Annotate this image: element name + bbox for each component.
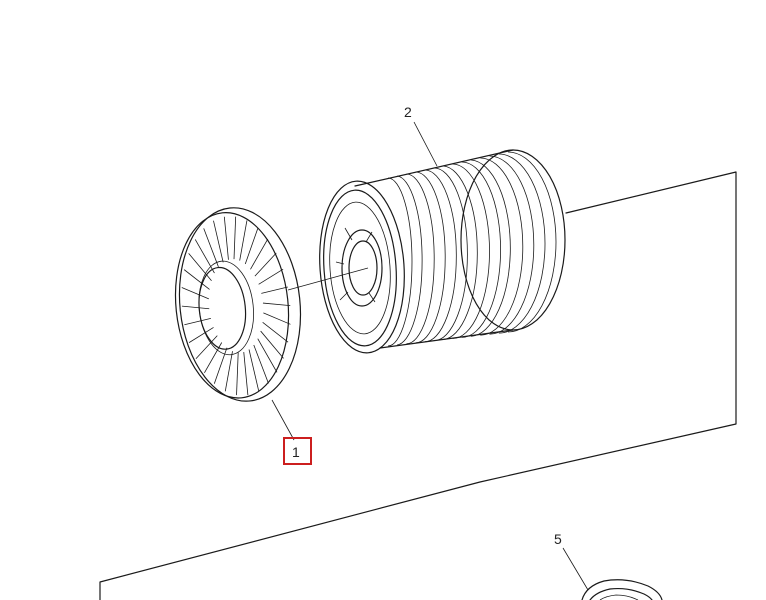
rib-line — [203, 228, 219, 267]
rib-line — [233, 216, 237, 260]
pleat-line — [507, 151, 557, 333]
rib-line — [263, 312, 291, 325]
leader-line-1 — [271, 399, 295, 441]
pleat-line — [489, 155, 535, 335]
rib-line — [244, 227, 259, 265]
rib-line — [213, 347, 228, 384]
highlight-box — [283, 437, 312, 465]
rib-line — [260, 330, 284, 359]
rib-line — [181, 305, 210, 310]
rib-line — [188, 253, 212, 281]
end-cap-part — [174, 207, 302, 402]
pleat-line — [424, 169, 457, 343]
rib-line — [248, 349, 260, 392]
rib-line — [250, 238, 269, 270]
rib-line — [258, 268, 284, 285]
leader-line-2 — [413, 121, 438, 167]
filter-pleats — [387, 151, 557, 347]
rib-line — [181, 287, 209, 300]
pleat-line — [498, 153, 546, 334]
callout-2: 2 — [404, 104, 412, 120]
rib-line — [243, 352, 249, 396]
rib-line — [239, 220, 248, 261]
callout-1-highlight[interactable]: 1 — [283, 437, 312, 465]
axis-line — [287, 267, 369, 291]
leader-line-5 — [562, 547, 589, 591]
rib-line — [257, 338, 278, 373]
callout-5: 5 — [554, 531, 562, 547]
pleat-line — [387, 177, 413, 347]
rib-line — [224, 351, 233, 392]
rib-line — [194, 239, 215, 274]
rib-line — [262, 321, 289, 343]
pleat-line — [397, 175, 423, 346]
rib-line — [223, 216, 229, 260]
rib-line — [213, 220, 224, 263]
rib-line — [253, 344, 269, 384]
filter-cartridge-part — [319, 149, 566, 354]
rib-line — [254, 252, 277, 277]
fitting-part — [581, 579, 663, 600]
pleat-line — [471, 159, 511, 337]
pleat-line — [443, 165, 478, 340]
rib-line — [236, 352, 239, 396]
pleat-line — [415, 171, 446, 344]
rib-line — [262, 302, 291, 307]
rib-line — [183, 269, 210, 290]
rib-line — [261, 286, 288, 294]
callout-1: 1 — [292, 444, 300, 460]
pleat-line — [406, 173, 435, 345]
rib-line — [188, 327, 214, 343]
pleat-line — [461, 161, 501, 338]
rib-line — [195, 335, 218, 360]
assembly-frame — [99, 171, 737, 600]
pleat-line — [452, 163, 490, 339]
pleat-line — [434, 167, 468, 341]
rib-line — [184, 318, 211, 326]
pleat-line — [480, 157, 524, 336]
rib-line — [204, 342, 223, 373]
end-cap-ribs — [181, 216, 291, 396]
